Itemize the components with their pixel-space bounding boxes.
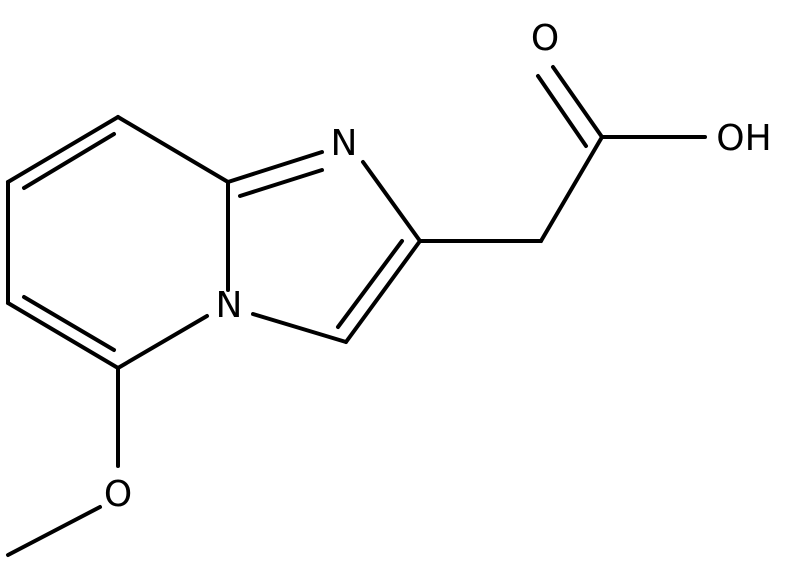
bond-c8-c7-inner <box>22 132 116 190</box>
imidazole-ring <box>226 150 422 344</box>
methoxy-group <box>6 366 120 557</box>
acetic-acid-group <box>418 65 707 243</box>
pyridine-ring <box>6 115 230 370</box>
bond-c5-n4 <box>116 314 209 370</box>
atom-label-pyridine-n: N <box>216 285 243 326</box>
bond-c8a-n1-inner <box>238 168 324 198</box>
bond-c3-n4 <box>251 312 348 344</box>
bond-o-ch3 <box>6 505 102 557</box>
atom-label-carbonyl-o: O <box>531 18 559 59</box>
bond-c-o-double-2 <box>536 74 588 148</box>
bond-c8-c7 <box>6 115 120 184</box>
bond-c6-c5 <box>6 301 120 370</box>
bond-c8-c8a <box>116 115 230 184</box>
atom-label-methoxy-o: O <box>104 474 132 515</box>
atom-label-hydroxyl: OH <box>716 118 771 159</box>
bond-n1-c2 <box>361 160 422 243</box>
bond-c2-c3-inner <box>336 239 404 329</box>
bond-ch2-cooh <box>539 135 604 243</box>
atom-label-imidazole-n: N <box>331 123 358 164</box>
bond-c-o-double-1 <box>551 65 604 139</box>
bond-c8a-n1 <box>226 150 324 184</box>
bond-c6-c5-inner <box>22 295 116 352</box>
bond-c2-c3 <box>344 239 422 344</box>
